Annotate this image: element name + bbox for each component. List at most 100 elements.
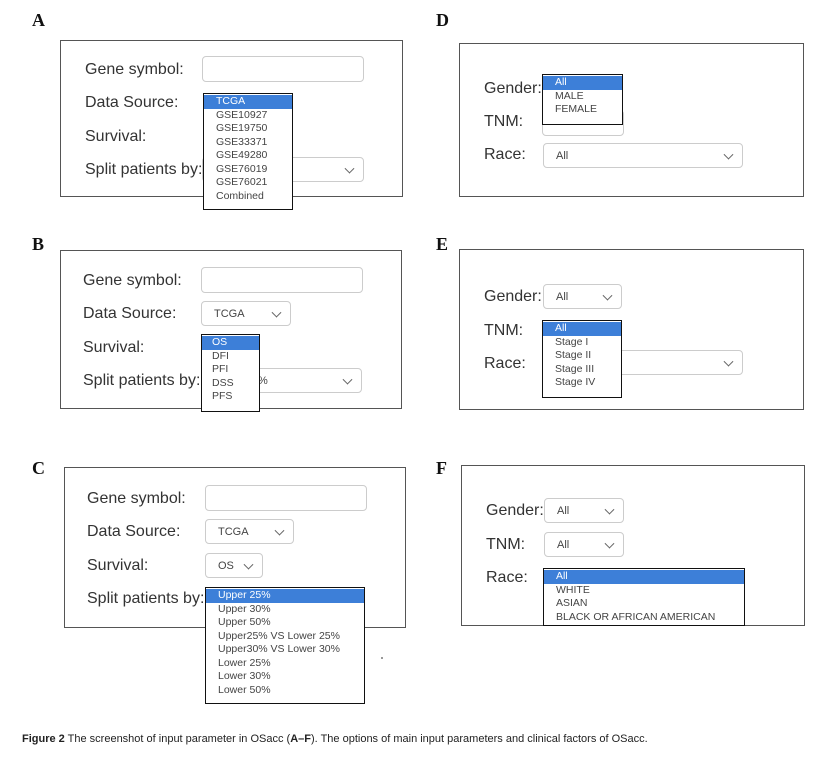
- panel-letter-e: E: [436, 234, 449, 254]
- chevron-down-icon: [602, 290, 613, 301]
- dropdown-option[interactable]: Upper30% VS Lower 30%: [218, 643, 340, 655]
- split-patients-value: %: [258, 374, 268, 387]
- dropdown-option[interactable]: PFS: [212, 390, 233, 402]
- dropdown-option[interactable]: Lower 50%: [218, 683, 271, 696]
- data-source-value: TCGA: [214, 307, 245, 320]
- dropdown-option[interactable]: Stage II: [555, 349, 592, 361]
- caption-range: A–F: [290, 733, 311, 745]
- gender-select[interactable]: All: [543, 284, 622, 309]
- tnm-dropdown-list[interactable]: All Stage I Stage II Stage III Stage IV: [542, 320, 622, 398]
- chevron-down-icon: [342, 374, 353, 385]
- gene-symbol-input[interactable]: [202, 56, 364, 82]
- dropdown-option[interactable]: Stage III: [555, 362, 595, 375]
- gender-select[interactable]: All: [544, 498, 624, 523]
- gender-value: All: [557, 504, 570, 517]
- survival-dropdown-list[interactable]: OS DFI PFI DSS PFS: [201, 334, 260, 412]
- panel-e: Gender: All TNM: Race:: [459, 249, 804, 410]
- survival-select[interactable]: OS: [205, 553, 263, 578]
- survival-label: Survival:: [85, 128, 147, 145]
- panel-d: Gender: TNM: Race: All: [459, 43, 804, 197]
- artifact-dot: [381, 657, 383, 659]
- tnm-label: TNM:: [484, 113, 524, 130]
- gene-symbol-label: Gene symbol:: [87, 490, 186, 507]
- gender-label: Gender:: [484, 80, 542, 97]
- chevron-down-icon: [243, 559, 254, 570]
- gene-symbol-label: Gene symbol:: [83, 272, 182, 289]
- race-select[interactable]: All: [543, 143, 743, 168]
- panel-letter-b: B: [32, 234, 45, 254]
- dropdown-option[interactable]: Lower 25%: [218, 656, 271, 669]
- dropdown-option[interactable]: Stage IV: [555, 376, 596, 388]
- dropdown-option[interactable]: DSS: [212, 376, 234, 389]
- dropdown-option[interactable]: Combined: [216, 189, 264, 202]
- panel-a: Gene symbol: Data Source: Survival: Spli…: [60, 40, 403, 197]
- dropdown-option[interactable]: GSE10927: [216, 108, 268, 121]
- split-patients-label: Split patients by:: [85, 161, 203, 178]
- dropdown-option[interactable]: Lower 30%: [218, 670, 271, 682]
- dropdown-option[interactable]: GSE76019: [216, 162, 268, 175]
- dropdown-option[interactable]: GSE76021: [216, 176, 268, 188]
- data-source-select[interactable]: TCGA: [201, 301, 291, 326]
- dropdown-option[interactable]: GSE49280: [216, 149, 268, 161]
- data-source-value: TCGA: [218, 525, 249, 538]
- race-label: Race:: [486, 569, 528, 586]
- dropdown-option[interactable]: All: [544, 570, 744, 584]
- data-source-label: Data Source:: [87, 523, 181, 540]
- caption-text-before: The screenshot of input parameter in OSa…: [67, 733, 291, 745]
- gender-dropdown-list[interactable]: All MALE FEMALE: [542, 74, 623, 125]
- tnm-label: TNM:: [486, 536, 526, 553]
- dropdown-option[interactable]: DFI: [212, 349, 229, 362]
- chevron-down-icon: [604, 538, 615, 549]
- gene-symbol-input[interactable]: [205, 485, 367, 511]
- panel-letter-a: A: [32, 10, 45, 30]
- caption-text-after: ). The options of main input parameters …: [311, 733, 648, 745]
- dropdown-option[interactable]: ASIAN: [556, 597, 588, 609]
- chevron-down-icon: [604, 504, 615, 515]
- dropdown-option[interactable]: Upper 50%: [218, 616, 271, 628]
- chevron-down-icon: [274, 525, 285, 536]
- data-source-label: Data Source:: [85, 94, 179, 111]
- gender-label: Gender:: [486, 502, 544, 519]
- chevron-down-icon: [344, 163, 355, 174]
- dropdown-option[interactable]: OS: [202, 336, 259, 350]
- figure-label: Figure 2: [22, 733, 65, 745]
- data-source-label: Data Source:: [83, 305, 177, 322]
- dropdown-option[interactable]: Upper 25%: [206, 589, 364, 603]
- race-dropdown-list[interactable]: All WHITE ASIAN BLACK OR AFRICAN AMERICA…: [543, 568, 745, 626]
- split-patients-label: Split patients by:: [87, 590, 205, 607]
- dropdown-option[interactable]: Upper 30%: [218, 602, 271, 615]
- dropdown-option[interactable]: GSE33371: [216, 135, 268, 148]
- dropdown-option[interactable]: BLACK OR AFRICAN AMERICAN: [556, 610, 716, 623]
- race-label: Race:: [484, 355, 526, 372]
- race-label: Race:: [484, 146, 526, 163]
- dropdown-option[interactable]: All: [543, 322, 621, 336]
- gene-symbol-label: Gene symbol:: [85, 61, 184, 78]
- dropdown-option[interactable]: Upper25% VS Lower 25%: [218, 629, 340, 642]
- gene-symbol-input[interactable]: [201, 267, 363, 293]
- dropdown-option[interactable]: MALE: [555, 89, 584, 102]
- dropdown-option[interactable]: WHITE: [556, 583, 590, 596]
- panel-letter-f: F: [436, 458, 447, 478]
- tnm-label: TNM:: [484, 322, 524, 339]
- tnm-select[interactable]: All: [544, 532, 624, 557]
- chevron-down-icon: [271, 307, 282, 318]
- dropdown-option[interactable]: Stage I: [555, 335, 589, 348]
- dropdown-option[interactable]: PFI: [212, 363, 229, 375]
- gender-label: Gender:: [484, 288, 542, 305]
- data-source-select[interactable]: TCGA: [205, 519, 294, 544]
- survival-label: Survival:: [83, 339, 145, 356]
- dropdown-option[interactable]: All: [543, 76, 622, 90]
- survival-value: OS: [218, 559, 234, 572]
- panel-letter-c: C: [32, 458, 45, 478]
- dropdown-option[interactable]: TCGA: [204, 95, 292, 109]
- chevron-down-icon: [723, 356, 734, 367]
- dropdown-option[interactable]: FEMALE: [555, 103, 598, 115]
- chevron-down-icon: [723, 149, 734, 160]
- panel-letter-d: D: [436, 10, 449, 30]
- figure-caption: Figure 2 The screenshot of input paramet…: [22, 733, 648, 745]
- tnm-value: All: [557, 538, 570, 551]
- dropdown-option[interactable]: GSE19750: [216, 122, 268, 134]
- data-source-dropdown-list[interactable]: TCGA GSE10927 GSE19750 GSE33371 GSE49280…: [203, 93, 293, 210]
- split-patients-dropdown-list[interactable]: Upper 25% Upper 30% Upper 50% Upper25% V…: [205, 587, 365, 704]
- gender-value: All: [556, 290, 569, 303]
